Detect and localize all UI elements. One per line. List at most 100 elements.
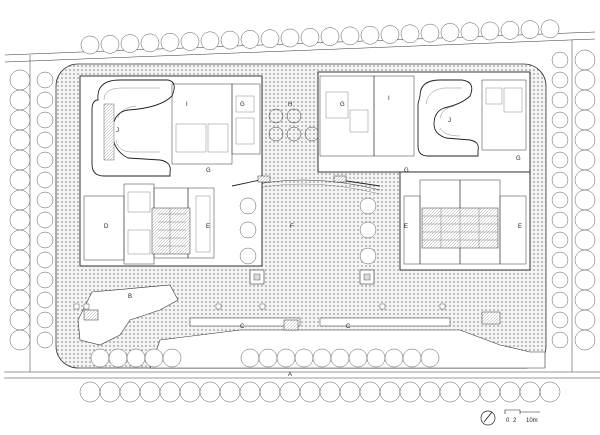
plaza-markers: [73, 303, 501, 331]
tree: [420, 348, 440, 368]
tree: [294, 348, 314, 368]
tree: [258, 348, 278, 368]
tree: [259, 381, 281, 403]
tree: [36, 271, 54, 289]
tree: [551, 231, 569, 249]
tree: [239, 247, 257, 265]
tree: [551, 91, 569, 109]
tree: [360, 25, 380, 45]
tree: [219, 381, 241, 403]
tree-rows: [9, 19, 596, 403]
tree: [100, 35, 120, 54]
tree: [36, 331, 54, 349]
tree: [540, 19, 560, 39]
tree: [9, 309, 31, 331]
tree: [539, 381, 561, 403]
tree: [359, 197, 377, 215]
tree: [179, 381, 201, 403]
scale-bar: 0 2 10m: [504, 409, 540, 424]
tree: [9, 329, 31, 351]
tree: [574, 169, 596, 191]
tree: [9, 289, 31, 311]
tree: [479, 381, 501, 403]
tree: [9, 69, 31, 91]
scale-tick-0: 0: [506, 418, 510, 424]
tree: [276, 348, 296, 368]
north-arrow: [480, 410, 496, 426]
label-g-3: G: [516, 156, 521, 162]
label-h: H: [288, 102, 292, 108]
tree: [144, 348, 164, 368]
tree: [300, 28, 320, 47]
tree: [239, 197, 257, 215]
tree: [312, 348, 332, 368]
label-e-right: E: [404, 224, 408, 230]
label-a: A: [288, 372, 292, 378]
scale-length: 10m: [526, 418, 538, 424]
tree: [574, 229, 596, 251]
tree: [551, 71, 569, 89]
tree: [439, 381, 461, 403]
tree: [574, 49, 596, 71]
label-j-right: J: [448, 118, 451, 124]
tree: [9, 249, 31, 271]
tree: [380, 25, 400, 44]
tree: [99, 381, 121, 403]
tree: [36, 191, 54, 209]
tree: [36, 291, 54, 309]
tree: [574, 109, 596, 131]
tree: [36, 251, 54, 269]
tree: [359, 221, 377, 239]
tree: [139, 381, 161, 403]
tree: [551, 291, 569, 309]
tree: [319, 381, 341, 403]
tree: [126, 348, 146, 368]
tree: [551, 191, 569, 209]
tree: [9, 189, 31, 211]
tree: [384, 348, 404, 368]
tree: [480, 21, 500, 41]
tree: [240, 348, 260, 368]
tree: [108, 348, 128, 368]
tree: [520, 20, 540, 39]
tree: [574, 249, 596, 271]
tree: [379, 381, 401, 403]
tree: [574, 129, 596, 151]
tree: [348, 348, 368, 368]
tree: [9, 269, 31, 291]
tree: [36, 231, 54, 249]
tree: [36, 111, 54, 129]
tree: [440, 23, 460, 42]
tree: [36, 211, 54, 229]
label-g-5: G: [404, 168, 409, 174]
tree: [460, 22, 480, 41]
tree: [9, 229, 31, 251]
tree: [574, 149, 596, 171]
tree: [551, 211, 569, 229]
tree: [299, 381, 321, 403]
tree: [551, 151, 569, 169]
label-d: D: [104, 224, 109, 230]
zone-labels: A B C C D E E E F G G G G G H I I J J: [104, 96, 522, 378]
tree: [260, 29, 280, 48]
tree: [36, 171, 54, 189]
tree: [574, 269, 596, 291]
tree: [120, 34, 140, 53]
tree: [359, 381, 381, 403]
tree: [340, 26, 360, 46]
label-g-4: G: [206, 168, 211, 174]
tree: [459, 381, 481, 403]
tree: [240, 30, 260, 49]
tree: [239, 381, 261, 403]
tree: [574, 329, 596, 351]
tree: [399, 381, 421, 403]
tree: [400, 24, 420, 44]
tree: [9, 109, 31, 131]
tree: [36, 311, 54, 329]
tree: [162, 348, 182, 368]
label-g-1: G: [240, 102, 245, 108]
tree: [551, 131, 569, 149]
label-i-right: I: [388, 96, 390, 102]
tree: [420, 23, 440, 43]
tree: [9, 89, 31, 111]
